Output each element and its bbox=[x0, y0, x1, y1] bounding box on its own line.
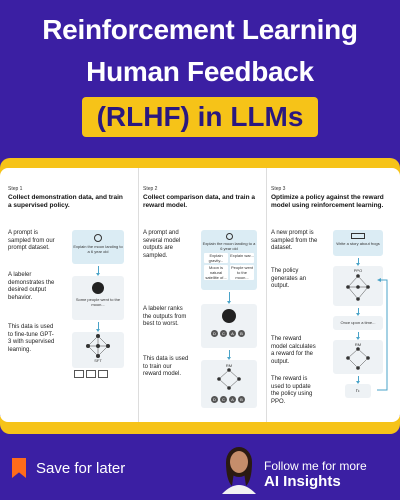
rm-network-icon bbox=[217, 368, 241, 390]
step-3-ppo-card: PPO bbox=[333, 266, 383, 306]
save-label: Save for later bbox=[36, 459, 126, 477]
title-line-2: Human Feedback bbox=[86, 56, 314, 87]
bookmark-icon bbox=[12, 458, 26, 478]
document-icon bbox=[98, 370, 108, 378]
ppo-network-icon bbox=[346, 274, 370, 301]
step-2-outputs-grid: Explain gravity... Explain war... Moon i… bbox=[201, 251, 257, 282]
step-2-desc-3: This data is used to train our reward mo… bbox=[143, 356, 189, 377]
step-1-output-text: Some people went to the moon... bbox=[75, 297, 121, 307]
step-3-prompt-card: Write a story about frogs bbox=[333, 230, 383, 256]
step-3-desc-2: The policy generates an output. bbox=[271, 268, 307, 289]
step-3-desc-4: The reward is used to update the policy … bbox=[271, 376, 313, 405]
rank-1: D bbox=[211, 330, 218, 337]
step-3-arrow-1 bbox=[356, 258, 360, 266]
step-3-prompt-text: Write a story about frogs bbox=[336, 241, 380, 246]
step-1-label: Step 1 bbox=[8, 186, 23, 192]
document-icon bbox=[86, 370, 96, 378]
ppo-label: PPO bbox=[353, 268, 363, 273]
prompt-icon bbox=[225, 233, 233, 240]
save-for-later[interactable]: Save for later bbox=[12, 458, 125, 478]
rlhf-diagram-panel: Step 1 Collect demonstration data, and t… bbox=[0, 168, 400, 422]
step-1-prompt-card: Explain the moon landing to a 6 year old bbox=[72, 230, 124, 264]
step-3-arrow-2 bbox=[356, 308, 360, 316]
step-3-arrow-3 bbox=[356, 332, 360, 340]
step-2-label: Step 2 bbox=[143, 186, 158, 192]
step-2-prompt-card: Explain the moon landing to a 6 year old… bbox=[201, 230, 257, 290]
author-avatar bbox=[222, 447, 256, 494]
follow-line-1: Follow me for more bbox=[264, 459, 367, 473]
step-2-arrow-1 bbox=[227, 292, 231, 304]
step-3-column: Step 3 Optimize a policy against the rew… bbox=[266, 168, 394, 422]
step-3-heading: Optimize a policy against the reward mod… bbox=[271, 194, 384, 209]
step-3-output-text: Once upon a time... bbox=[340, 320, 376, 325]
step-2-prompt-text: Explain the moon landing to a 6 year old bbox=[202, 241, 256, 251]
rank-2: C bbox=[220, 330, 227, 337]
step-1-labeler-card: Some people went to the moon... bbox=[72, 276, 124, 320]
rm-rank-2: C bbox=[220, 396, 227, 403]
step-3-arrow-4 bbox=[356, 376, 360, 384]
output-a: Explain gravity... bbox=[204, 253, 228, 263]
step-3-desc-1: A new prompt is sampled from the dataset… bbox=[271, 230, 318, 251]
follow-cta: Follow me for more AI Insights bbox=[264, 459, 367, 491]
step-1-heading: Collect demonstration data, and train a … bbox=[8, 194, 123, 209]
follow-line-2: AI Insights bbox=[264, 473, 341, 490]
rm-rank-4: B bbox=[238, 396, 245, 403]
step-3-desc-3: The reward model calculates a reward for… bbox=[271, 336, 316, 365]
step-1-arrow-2 bbox=[96, 322, 100, 332]
output-c: Moon is natural satellite of... bbox=[204, 265, 228, 280]
step-1-sft-card: SFT bbox=[72, 332, 124, 368]
step-2-desc-2: A labeler ranks the outputs from best to… bbox=[143, 306, 187, 327]
ranking-row: D C A B bbox=[211, 330, 245, 337]
rm-rank-3: A bbox=[229, 396, 236, 403]
title-line-3: (RLHF) in LLMs bbox=[96, 101, 304, 132]
rm-ranking-row: D C A B bbox=[211, 396, 245, 403]
step-2-arrow-2 bbox=[227, 350, 231, 360]
step-1-docs bbox=[74, 370, 108, 378]
step-3-rm-card: RM bbox=[333, 340, 383, 374]
step-3-rm-label: RM bbox=[354, 342, 362, 347]
labeler-icon bbox=[92, 282, 104, 294]
step-3-label: Step 3 bbox=[271, 186, 286, 192]
title-block: Reinforcement Learning Human Feedback bbox=[0, 8, 400, 92]
output-d: People went to the moon... bbox=[230, 265, 254, 280]
prompt-icon bbox=[351, 233, 365, 239]
sft-label: SFT bbox=[94, 358, 102, 363]
step-3-reward-card: rₖ bbox=[345, 384, 371, 398]
step-3-output-card: Once upon a time... bbox=[333, 316, 383, 330]
step-2-column: Step 2 Collect comparison data, and trai… bbox=[138, 168, 262, 422]
rank-3: A bbox=[229, 330, 236, 337]
step-2-rm-card: RM D C A B bbox=[201, 360, 257, 408]
rm-rank-1: D bbox=[211, 396, 218, 403]
sft-network-icon bbox=[86, 334, 110, 358]
feedback-loop-arrow bbox=[377, 278, 388, 391]
step-1-desc-3: This data is used to fine-tune GPT-3 wit… bbox=[8, 324, 55, 353]
step-1-desc-2: A labeler demonstrates the desired outpu… bbox=[8, 272, 55, 301]
step-2-desc-1: A prompt and several model outputs are s… bbox=[143, 230, 181, 259]
rank-4: B bbox=[238, 330, 245, 337]
step-2-heading: Collect comparison data, and train a rew… bbox=[143, 194, 255, 209]
title-highlight bbox=[82, 97, 318, 137]
document-icon bbox=[74, 370, 84, 378]
rm-label: RM bbox=[225, 363, 233, 368]
reward-symbol: rₖ bbox=[356, 388, 360, 394]
step-1-arrow-1 bbox=[96, 266, 100, 276]
step-1-desc-1: A prompt is sampled from our prompt data… bbox=[8, 230, 55, 251]
rm-network-icon bbox=[346, 347, 370, 370]
step-1-column: Step 1 Collect demonstration data, and t… bbox=[8, 168, 130, 422]
prompt-icon bbox=[94, 234, 102, 242]
output-b: Explain war... bbox=[230, 253, 254, 263]
labeler-icon bbox=[222, 309, 236, 323]
step-1-prompt-text: Explain the moon landing to a 6 year old bbox=[73, 244, 123, 254]
step-2-ranking-card: D C A B bbox=[201, 304, 257, 348]
title-line-1: Reinforcement Learning bbox=[42, 14, 358, 45]
